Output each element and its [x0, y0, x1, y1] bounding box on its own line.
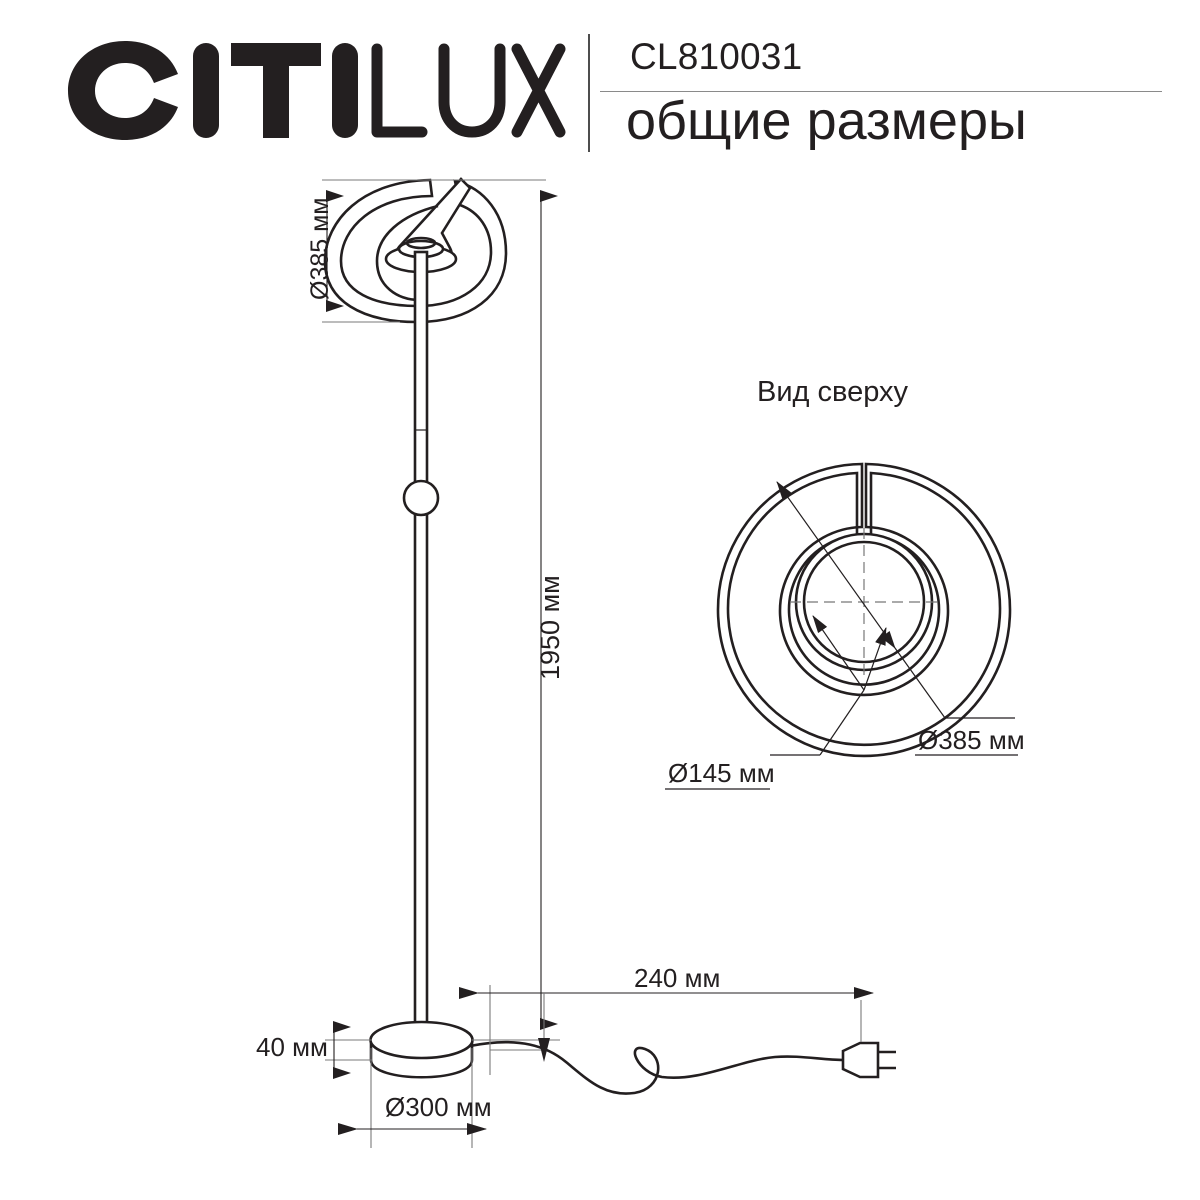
dimension-head-diameter	[322, 179, 546, 323]
label-head-diameter: Ø385 мм	[306, 197, 334, 300]
header-divider	[588, 34, 590, 152]
page-title: общие размеры	[626, 91, 1027, 151]
dimension-cord-length	[459, 985, 874, 1075]
lamp-head-graphic	[323, 177, 508, 324]
citilux-logo	[62, 36, 567, 144]
header-rule	[600, 91, 1162, 92]
lamp-base-graphic	[369, 1020, 474, 1079]
label-cord-length: 240 мм	[634, 963, 721, 993]
label-base-height: 40 мм	[256, 1032, 328, 1062]
sheet-header: CL810031 общие размеры	[0, 0, 1200, 170]
label-top-outer-diameter: Ø385 мм	[918, 725, 1025, 755]
product-code: CL810031	[630, 36, 803, 77]
label-top-inner-diameter: Ø145 мм	[668, 758, 775, 788]
power-cord-graphic	[469, 1040, 896, 1095]
label-base-diameter: Ø300 мм	[385, 1092, 492, 1122]
lamp-pole-graphic	[402, 250, 440, 1039]
label-total-height: 1950 мм	[535, 575, 565, 680]
label-top-view-title: Вид сверху	[757, 376, 909, 408]
dimension-base-height	[325, 1021, 372, 1079]
